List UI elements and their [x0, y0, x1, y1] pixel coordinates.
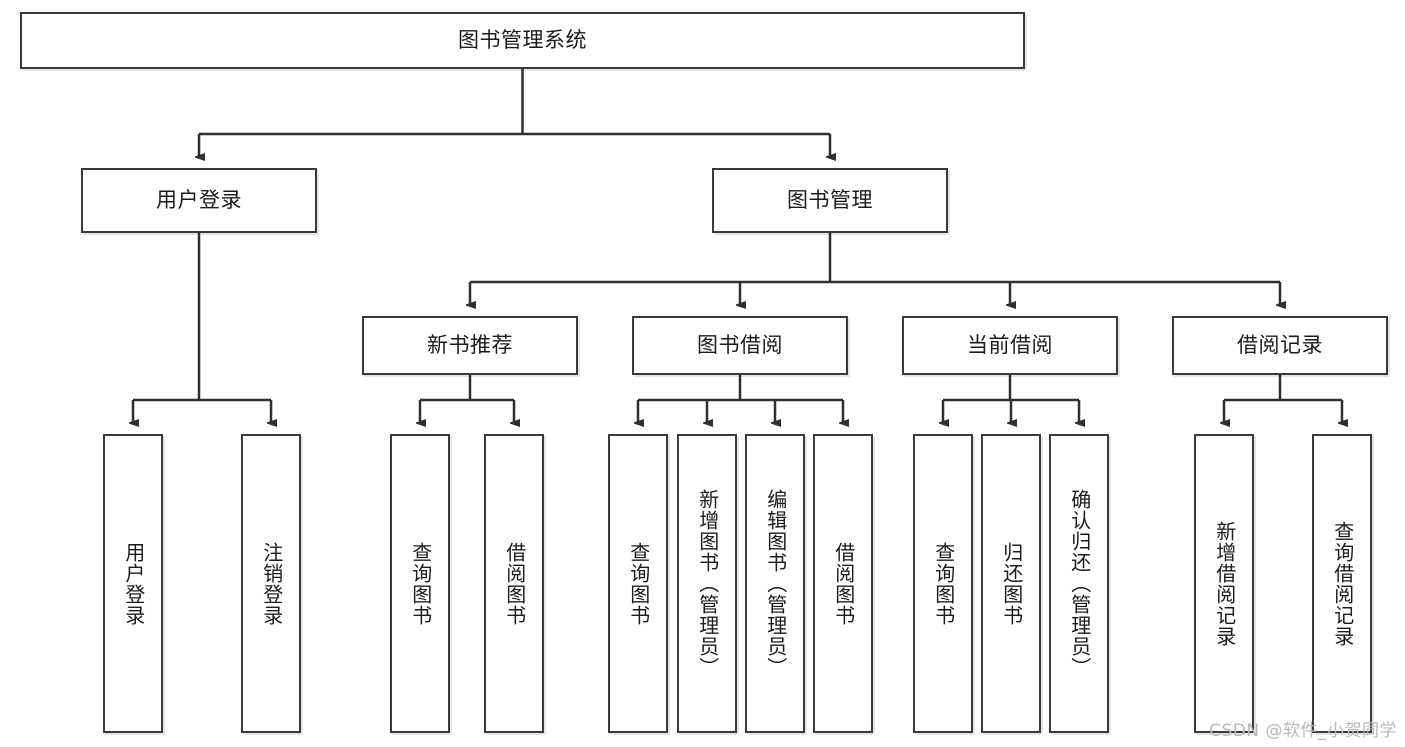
node-label: 查询图书 — [408, 541, 433, 626]
node-user-login[interactable]: 用户登录 — [81, 168, 317, 233]
node-current-borrow[interactable]: 当前借阅 — [902, 316, 1118, 375]
node-label: 新增借阅记录 — [1212, 520, 1237, 647]
node-leaf-edit-book[interactable]: 编辑图书（管理员） — [745, 434, 805, 733]
node-label: 当前借阅 — [967, 333, 1053, 358]
node-root[interactable]: 图书管理系统 — [20, 12, 1025, 69]
node-label: 图书管理系统 — [458, 28, 587, 53]
node-leaf-confirm-return[interactable]: 确认归还（管理员） — [1049, 434, 1109, 733]
node-label: 归还图书 — [999, 541, 1024, 626]
node-leaf-user-logout[interactable]: 注销登录 — [241, 434, 301, 733]
node-leaf-query-record[interactable]: 查询借阅记录 — [1312, 434, 1372, 733]
node-label: 借阅图书 — [502, 541, 527, 626]
node-label: 确认归还（管理员） — [1067, 489, 1092, 678]
node-label: 新书推荐 — [427, 333, 513, 358]
node-label: 新增图书（管理员） — [695, 489, 720, 678]
node-new-book-rec[interactable]: 新书推荐 — [362, 316, 578, 375]
node-label: 用户登录 — [156, 188, 242, 213]
node-leaf-borrow-book[interactable]: 借阅图书 — [813, 434, 873, 733]
node-label: 借阅记录 — [1237, 333, 1323, 358]
node-leaf-query-book-cur[interactable]: 查询图书 — [913, 434, 973, 733]
node-leaf-add-record[interactable]: 新增借阅记录 — [1194, 434, 1254, 733]
node-book-manage[interactable]: 图书管理 — [712, 168, 948, 233]
node-leaf-user-login[interactable]: 用户登录 — [103, 434, 163, 733]
node-label: 注销登录 — [259, 541, 284, 626]
node-leaf-query-book-rec[interactable]: 查询图书 — [390, 434, 450, 733]
node-book-borrow[interactable]: 图书借阅 — [632, 316, 848, 375]
node-label: 借阅图书 — [831, 541, 856, 626]
node-leaf-query-book[interactable]: 查询图书 — [608, 434, 668, 733]
node-label: 图书借阅 — [697, 333, 783, 358]
node-leaf-return-book[interactable]: 归还图书 — [981, 434, 1041, 733]
watermark: CSDN @软件_小贺同学 — [1209, 721, 1397, 741]
node-leaf-borrow-book-rec[interactable]: 借阅图书 — [484, 434, 544, 733]
node-label: 查询图书 — [931, 541, 956, 626]
node-borrow-record[interactable]: 借阅记录 — [1172, 316, 1388, 375]
node-leaf-add-book[interactable]: 新增图书（管理员） — [677, 434, 737, 733]
node-label: 编辑图书（管理员） — [763, 489, 788, 678]
node-label: 图书管理 — [787, 188, 873, 213]
node-label: 用户登录 — [121, 541, 146, 626]
node-label: 查询借阅记录 — [1330, 520, 1355, 647]
node-label: 查询图书 — [626, 541, 651, 626]
